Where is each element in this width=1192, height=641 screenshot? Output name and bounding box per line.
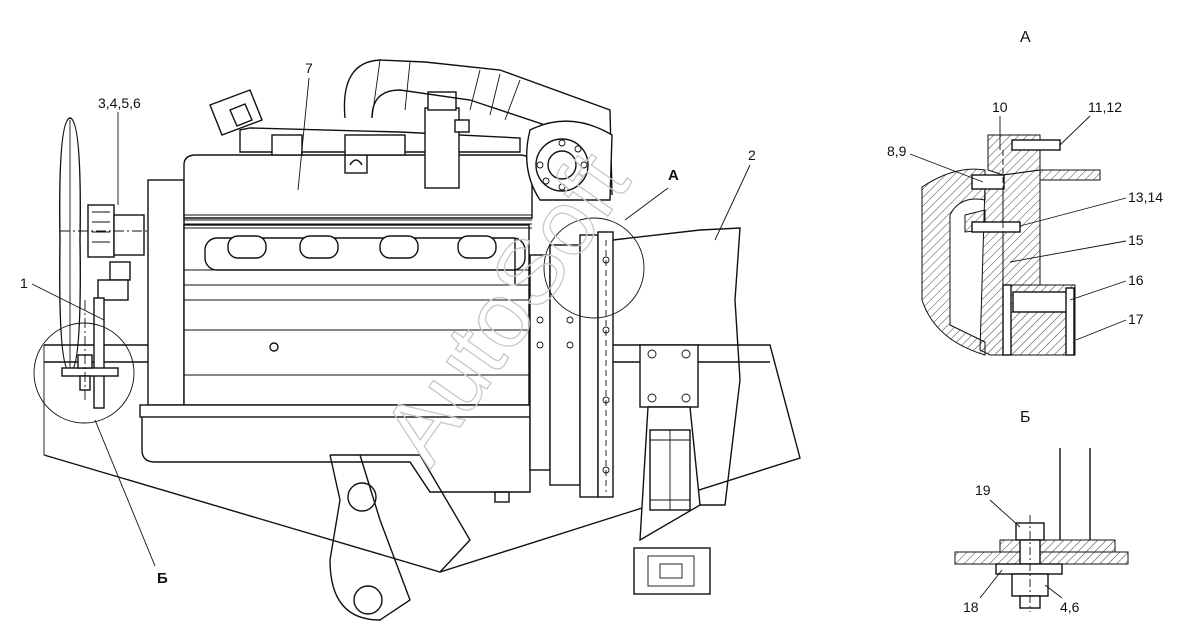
intake-pipe: [209, 59, 613, 196]
label-17: 17: [1128, 311, 1144, 327]
callout-2: 2: [714, 147, 756, 241]
gearbox-housing: [612, 227, 741, 506]
callout-label: 1: [20, 275, 28, 291]
flywheel-housing: [529, 231, 614, 498]
callout-7: 7: [297, 60, 313, 191]
label-11-12: 11,12: [1088, 99, 1122, 115]
callout-b: Б: [94, 419, 168, 587]
callout-a: А: [624, 167, 679, 221]
turbocharger: [525, 120, 613, 201]
label-19: 19: [975, 482, 991, 498]
callout-label: 3,4,5,6: [98, 95, 141, 111]
callout-label: А: [668, 167, 679, 184]
label-16: 16: [1128, 272, 1144, 288]
label-8-9: 8,9: [887, 143, 907, 159]
exhaust-manifold: [204, 235, 526, 285]
callout-label: 2: [748, 147, 756, 163]
label-10: 10: [992, 99, 1008, 115]
callout-label: Б: [157, 570, 168, 587]
callout-1: 1: [20, 275, 105, 321]
rear-engine-mount: [633, 344, 711, 595]
label-4-6: 4,6: [1060, 599, 1080, 615]
oil-pan: [141, 417, 531, 503]
cooling-fan: [59, 117, 81, 373]
detail-a-marker-circle: [543, 217, 645, 319]
detail-view-a: А 10 11,12 8,9 13,14 15 16 17: [887, 29, 1163, 356]
label-13-14: 13,14: [1128, 189, 1163, 205]
callout-label: 7: [305, 60, 313, 76]
detail-view-b: Б 19 18 4,6: [954, 409, 1129, 615]
callout-3456: 3,4,5,6: [98, 95, 141, 205]
view-b-title: Б: [1020, 409, 1031, 426]
label-18: 18: [963, 599, 979, 615]
front-engine-mount: [61, 261, 131, 409]
valve-cover: [183, 154, 533, 229]
crankshaft-pulley: [60, 204, 160, 258]
label-15: 15: [1128, 232, 1144, 248]
detail-b-marker-circle: [33, 322, 135, 424]
view-a-title: А: [1020, 29, 1031, 46]
